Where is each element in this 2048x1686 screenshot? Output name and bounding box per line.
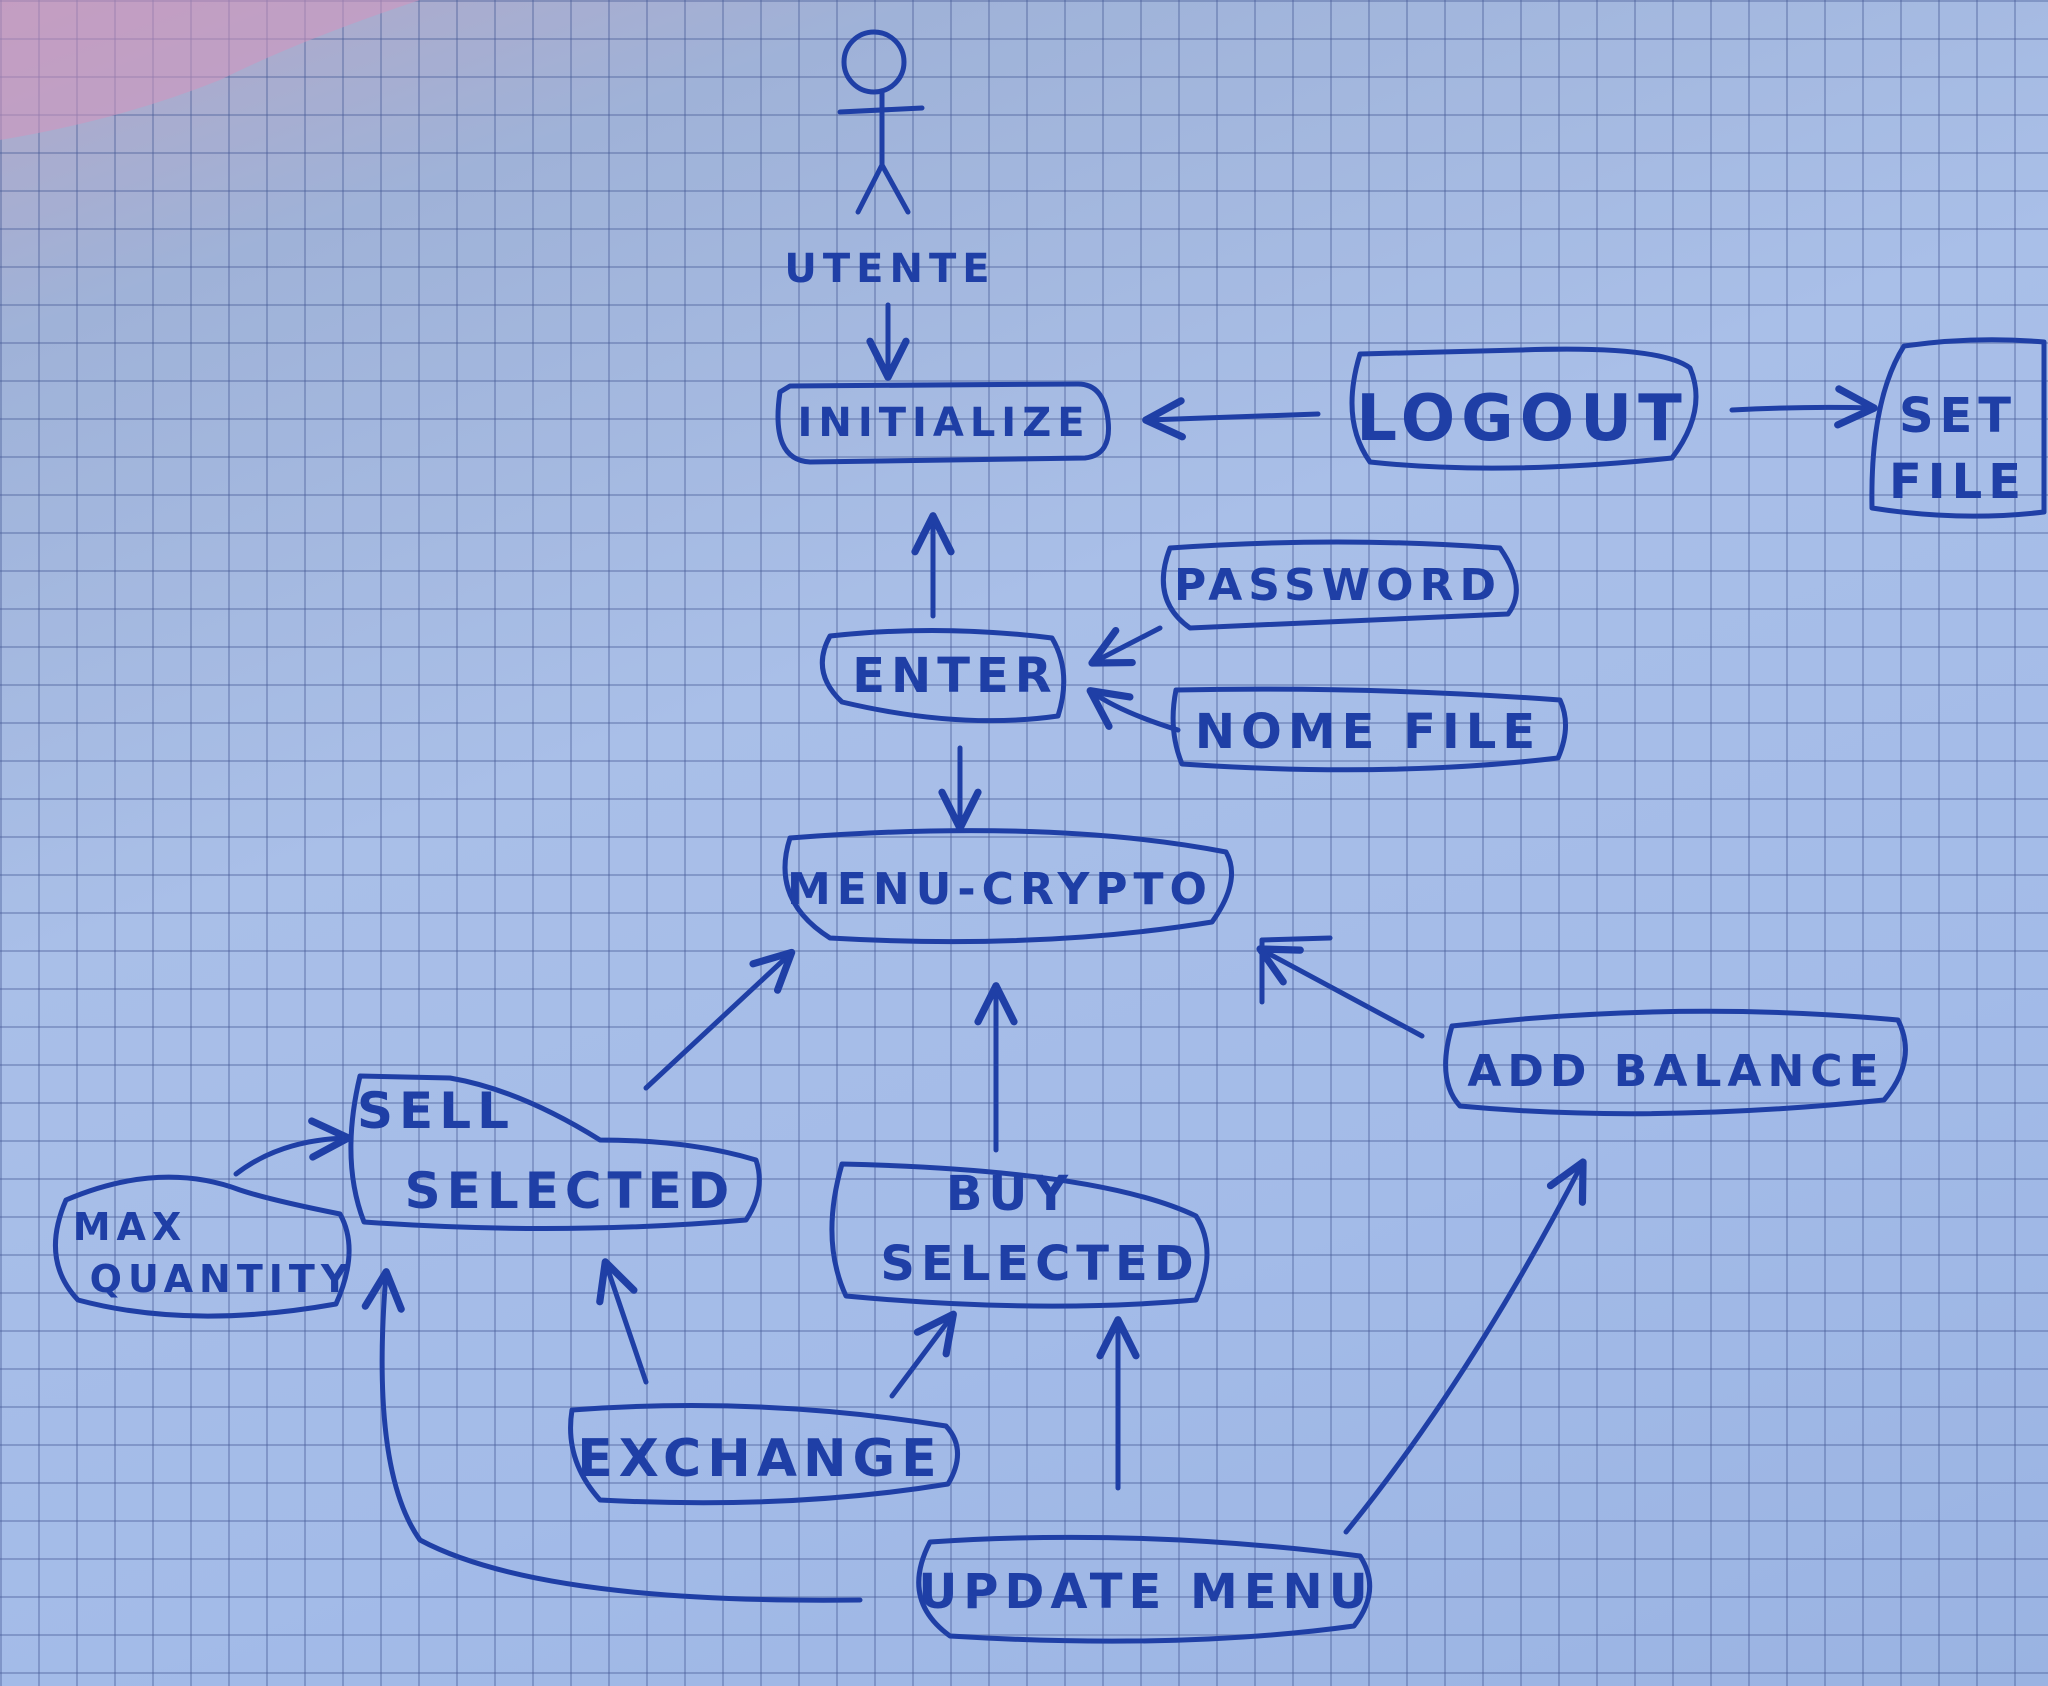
add-balance-node — [1443, 1008, 1908, 1117]
update-menu-label: UPDATE MENU — [918, 1564, 1373, 1620]
enter-node — [819, 627, 1067, 724]
set-file-label-line2: FILE — [1889, 454, 2027, 510]
add-balance-label: ADD BALANCE — [1467, 1046, 1884, 1097]
actor-label: UTENTE — [784, 246, 995, 292]
max-label-line2: QUANTITY — [90, 1257, 355, 1301]
menu-crypto-label: MENU-CRYPTO — [787, 864, 1213, 915]
sell-label-line2: SELECTED — [405, 1162, 736, 1220]
actor-stick-figure — [837, 29, 925, 215]
enter-label: ENTER — [852, 648, 1057, 704]
update-menu-node — [916, 1534, 1373, 1644]
initialize-node — [775, 381, 1112, 465]
diagram-arrows — [233, 302, 1878, 1603]
logout-label: LOGOUT — [1356, 382, 1687, 456]
logout-node — [1349, 346, 1699, 471]
buy-label-line1: BUY — [946, 1166, 1074, 1222]
max-quantity-node — [53, 1174, 352, 1319]
initialize-label: INITIALIZE — [797, 400, 1090, 446]
sell-label-line1: SELL — [357, 1082, 515, 1140]
nome-file-label: NOME FILE — [1195, 704, 1541, 760]
menu-crypto-node — [782, 828, 1235, 945]
set-file-label-line1: SET — [1899, 388, 2017, 444]
set-file-node — [1869, 337, 2047, 519]
password-node — [1160, 539, 1519, 631]
nome-file-node — [1170, 686, 1568, 773]
buy-label-line2: SELECTED — [880, 1236, 1199, 1292]
exchange-label: EXCHANGE — [577, 1429, 942, 1489]
buy-selected-node — [829, 1161, 1210, 1309]
password-label: PASSWORD — [1174, 560, 1502, 611]
sell-selected-node — [348, 1073, 762, 1232]
exchange-node — [568, 1403, 960, 1506]
max-label-line1: MAX — [73, 1205, 188, 1249]
